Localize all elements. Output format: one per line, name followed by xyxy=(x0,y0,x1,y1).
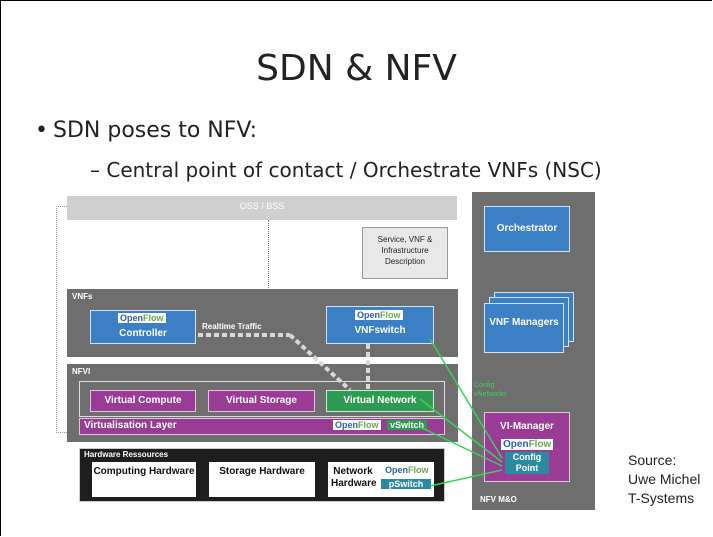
vnf-managers-label: VNF Managers xyxy=(489,317,559,328)
config-point-box: Config Point xyxy=(505,452,549,474)
nfvi-label: NFVI xyxy=(72,367,91,376)
openflow-open-text: Open xyxy=(357,310,381,320)
service-description-doc xyxy=(362,227,448,279)
virtualisation-layer-label: Virtualisation Layer xyxy=(84,420,177,431)
vnfs-label: VNFs xyxy=(72,292,93,301)
virtual-storage-box: Virtual Storage xyxy=(208,390,315,412)
sub-bullet-text: Central point of contact / Orchestrate V… xyxy=(106,158,602,182)
bullet-point: •SDN poses to NFV: xyxy=(35,118,257,143)
openflow-open-text: Open xyxy=(503,439,529,450)
storage-hardware-box: Storage Hardware xyxy=(209,462,315,497)
slide-title: SDN & NFV xyxy=(256,48,457,89)
source-line: T-Systems xyxy=(628,490,695,506)
oss-bss-label: OSS / BSS xyxy=(239,201,285,211)
virtual-compute-label: Virtual Compute xyxy=(104,395,182,406)
computing-hardware-label: Computing Hardware xyxy=(93,466,195,477)
config-connector xyxy=(429,338,503,459)
nfv-mano-label: NFV M&O xyxy=(480,495,517,504)
bullet-text: SDN poses to NFV: xyxy=(53,118,258,143)
vi-manager-label: VI-Manager xyxy=(500,421,554,432)
virtual-compute-box: Virtual Compute xyxy=(90,390,196,412)
vnfswitch-label: VNFswitch xyxy=(354,325,406,336)
openflow-logo: OpenFlow xyxy=(355,310,403,320)
openflow-logo: OpenFlow xyxy=(118,313,166,323)
realtime-traffic-label: Realtime Traffic xyxy=(202,322,262,331)
openflow-open-text: Open xyxy=(335,420,359,430)
virtual-network-label: Virtual Network xyxy=(343,395,417,406)
config-connector xyxy=(419,426,503,467)
openflow-open-text: Open xyxy=(120,313,144,323)
config-vnetworks-label: Config vNetworks xyxy=(474,382,507,398)
openflow-logo: OpenFlow xyxy=(333,420,381,430)
openflow-flow-text: Flow xyxy=(358,420,379,430)
sub-bullet-dash: – xyxy=(90,158,107,182)
vnf-managers-box: VNF Managers xyxy=(484,303,564,353)
openflow-flow-text: Flow xyxy=(408,465,429,475)
pswitch-label: pSwitch xyxy=(381,479,431,489)
virtual-network-box: Virtual Network xyxy=(326,390,434,412)
openflow-flow-text: Flow xyxy=(143,313,164,323)
config-connector xyxy=(419,398,503,463)
vswitch-label: vSwitch xyxy=(387,420,428,430)
openflow-flow-text: Flow xyxy=(528,439,552,450)
oss-connector xyxy=(268,220,269,290)
source-line: Source: xyxy=(628,452,677,468)
realtime-traffic-connector xyxy=(288,333,352,392)
openflow-open-text: Open xyxy=(385,465,409,475)
network-hardware-label: Network Hardware xyxy=(331,466,377,489)
virtual-storage-label: Virtual Storage xyxy=(226,395,297,406)
orchestrator-box: Orchestrator xyxy=(484,206,570,252)
service-description-text: Service, VNF & Infrastructure Descriptio… xyxy=(377,235,433,266)
dotted-outline xyxy=(56,206,67,433)
openflow-flow-text: Flow xyxy=(380,310,401,320)
source-attribution: Source: Uwe Michel T-Systems xyxy=(628,451,700,508)
controller-label: Controller xyxy=(119,328,167,339)
sub-bullet: – Central point of contact / Orchestrate… xyxy=(90,158,602,182)
orchestrator-label: Orchestrator xyxy=(496,223,558,234)
source-line: Uwe Michel xyxy=(628,471,701,487)
config-connector xyxy=(429,469,503,487)
storage-hardware-label: Storage Hardware xyxy=(219,466,305,477)
oss-bss-bar xyxy=(67,196,457,220)
computing-hardware-box: Computing Hardware xyxy=(92,462,196,497)
bullet-dot: • xyxy=(35,118,48,143)
hardware-resources-label: Hardware Ressources xyxy=(84,450,169,459)
nfvi-inner-frame xyxy=(79,381,445,417)
openflow-logo: OpenFlow xyxy=(383,465,431,475)
openflow-logo: OpenFlow xyxy=(501,439,554,450)
